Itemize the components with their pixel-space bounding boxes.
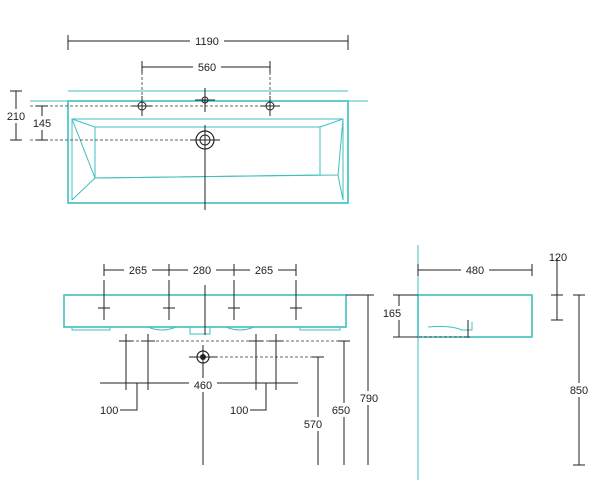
dim-570-label: 570	[304, 419, 322, 431]
front-view: 265 280 265 460	[63, 262, 383, 465]
tap-hole-center	[195, 88, 215, 112]
top-view: 1190 560 210 145	[4, 33, 368, 210]
front-tap-axes	[98, 280, 302, 335]
dim-265-right-label: 265	[255, 265, 273, 277]
basin-front-drain	[189, 327, 211, 335]
supply-connection-right	[249, 334, 283, 390]
bowl-edge-6	[337, 174, 344, 201]
dim-460-label: 460	[194, 380, 212, 392]
dim-100-right-leader	[250, 383, 267, 411]
bowl-edge-2	[319, 118, 344, 128]
drain-hole	[190, 125, 220, 210]
basin-side-bowl	[427, 322, 473, 331]
basin-top-outline	[67, 100, 349, 204]
basin-front-base	[71, 326, 341, 331]
bowl-edge-5	[71, 177, 96, 201]
supply-connection-left	[119, 334, 155, 390]
bowl-floor-outline	[94, 126, 321, 179]
dim-100-left-leader	[120, 383, 138, 411]
dim-265-left-label: 265	[129, 265, 147, 277]
dim-100-left-label: 100	[100, 405, 118, 417]
side-view: 480 165 120 850	[379, 245, 593, 480]
dim-165-label: 165	[383, 308, 401, 320]
bowl-edge-1	[71, 118, 96, 128]
dim-210-label: 210	[7, 111, 25, 123]
dim-650-label: 650	[332, 405, 350, 417]
dim-120-label: 120	[549, 252, 567, 264]
dim-280-label: 280	[193, 265, 211, 277]
dim-480-label: 480	[466, 265, 484, 277]
basin-side-outline	[417, 294, 533, 338]
dim-145-label: 145	[33, 118, 51, 130]
dim-560-label: 560	[198, 62, 216, 74]
drain-outlet	[189, 345, 217, 465]
dim-1190-label: 1190	[195, 36, 219, 48]
dim-790-label: 790	[360, 393, 378, 405]
dim-100-right-label: 100	[230, 405, 248, 417]
dim-850-label: 850	[570, 385, 588, 397]
